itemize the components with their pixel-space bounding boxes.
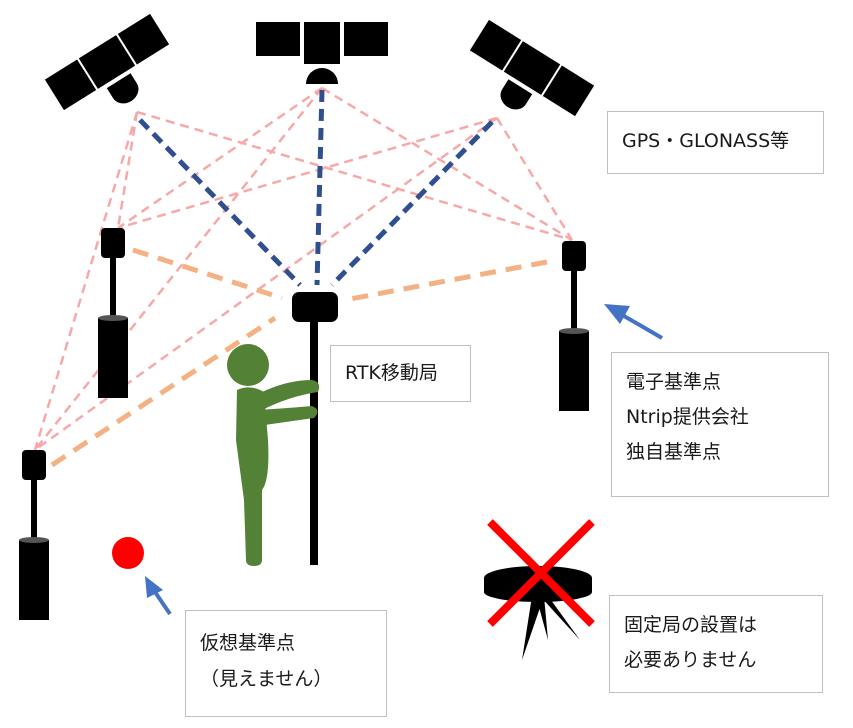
gnss-label: GPS・GLONASS等	[607, 111, 824, 174]
virtual-point-label: 仮想基準点 （見えません）	[185, 610, 387, 717]
correction-links	[50, 247, 548, 468]
reference-source-label: 電子基準点 Ntrip提供会社 独自基準点	[611, 352, 829, 497]
crossed-out-base-station-icon	[484, 519, 595, 660]
satellite-to-reference-links	[33, 86, 574, 452]
reference-station-icon	[19, 450, 49, 620]
virtual-point-label-line: （見えません）	[200, 668, 333, 691]
reference-source-item: Ntrip提供会社	[626, 406, 749, 429]
gnss-label-text: GPS・GLONASS等	[622, 130, 790, 152]
virtual-point-label-line: 仮想基準点	[200, 632, 296, 654]
satellite-to-rover-links	[138, 89, 494, 287]
no-base-label-line: 固定局の設置は	[624, 614, 758, 636]
no-base-label-line: 必要ありません	[624, 649, 757, 672]
pointer-arrow-icon	[145, 576, 172, 616]
satellite-icon	[469, 19, 595, 117]
virtual-point-icon	[112, 537, 144, 569]
reference-source-item: 独自基準点	[626, 441, 722, 464]
rtk-rover-icon	[292, 292, 338, 565]
cross-mark	[487, 519, 595, 627]
pointer-arrow-icon	[604, 304, 664, 340]
reference-source-item: 電子基準点	[626, 371, 722, 393]
no-base-label: 固定局の設置は 必要ありません	[609, 595, 823, 693]
rover-label: RTK移動局	[330, 345, 471, 402]
person-icon	[227, 344, 320, 566]
satellite-icon	[44, 13, 170, 111]
reference-station-icon	[98, 228, 128, 398]
satellite-icon	[256, 22, 388, 84]
rover-label-text: RTK移動局	[345, 362, 438, 384]
reference-station-icon	[559, 241, 589, 411]
